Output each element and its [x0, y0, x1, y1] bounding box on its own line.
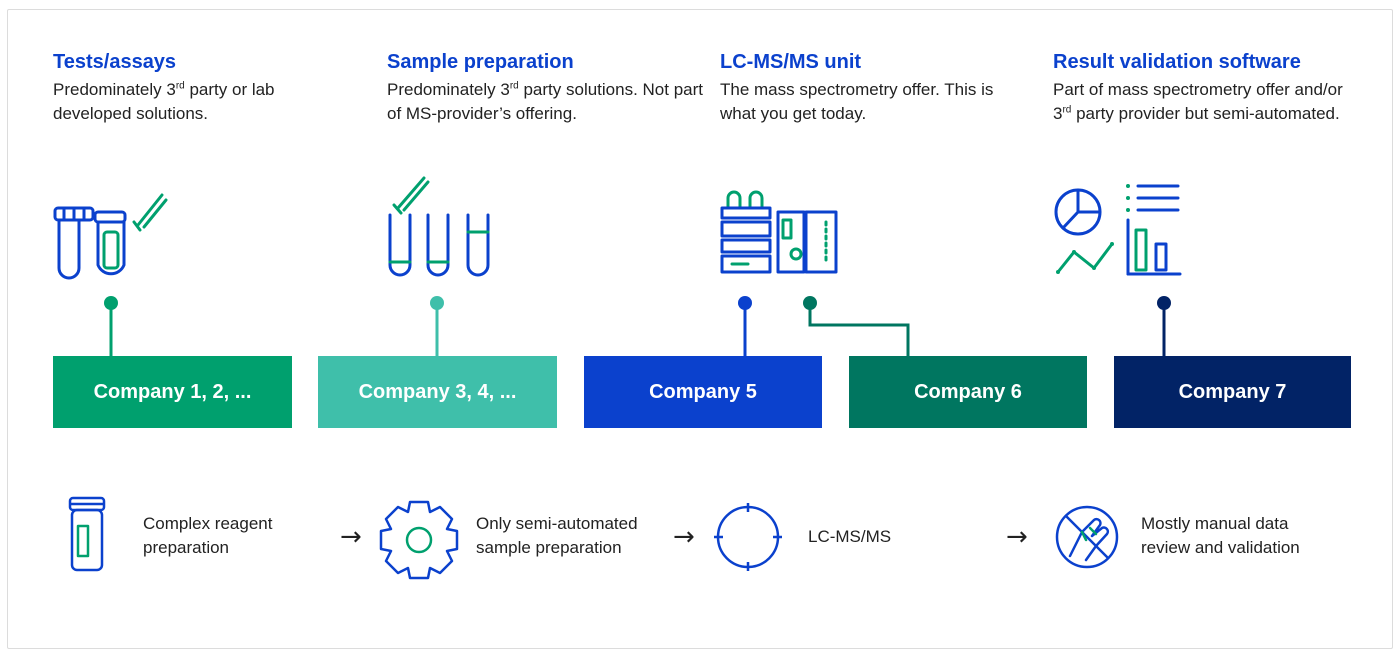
column-desc-lcms: The mass spectrometry offer. This is wha…: [720, 80, 994, 123]
workflow-step-reagent: Complex reagent preparation: [143, 514, 273, 557]
company-box-1-2: Company 1, 2, ...: [53, 356, 292, 428]
diagram-graphics: [53, 176, 1182, 580]
column-title-tests: Tests/assays: [53, 51, 177, 73]
analytics-icon: [1054, 184, 1182, 276]
lcms-instrument-icon: [720, 190, 838, 274]
workflow-step-sample-prep: Only semi-automated sample preparation: [476, 514, 638, 557]
hand-icon: [1055, 505, 1119, 569]
column-desc-sample-prep: Predominately 3rd party solutions. Not p…: [387, 80, 704, 123]
test-tubes-icon: [53, 193, 168, 280]
column-desc-tests: Predominately 3rd party or lab developed…: [53, 80, 275, 123]
arrow-icon: →: [340, 522, 362, 552]
connectors: [104, 296, 1171, 356]
company-box-5: Company 5: [584, 356, 822, 428]
gear-icon: [379, 500, 459, 580]
arrow-icon: →: [673, 522, 695, 552]
column-title-lcms: LC-MS/MS unit: [720, 51, 862, 73]
column-title-validation: Result validation software: [1053, 51, 1301, 73]
crosshair-icon: [714, 503, 782, 571]
workflow-step-lcms: LC-MS/MS: [808, 527, 892, 546]
column-title-sample-prep: Sample preparation: [387, 51, 574, 73]
column-desc-validation: Part of mass spectrometry offer and/or 3…: [1053, 80, 1343, 123]
company-box-3-4: Company 3, 4, ...: [318, 356, 557, 428]
company-box-6: Company 6: [849, 356, 1087, 428]
open-tubes-icon: [388, 176, 490, 277]
company-box-7: Company 7: [1114, 356, 1351, 428]
reagent-bottle-icon: [68, 496, 106, 572]
arrow-icon: →: [1006, 522, 1028, 552]
workflow-step-validation: Mostly manual data review and validation: [1141, 514, 1300, 557]
